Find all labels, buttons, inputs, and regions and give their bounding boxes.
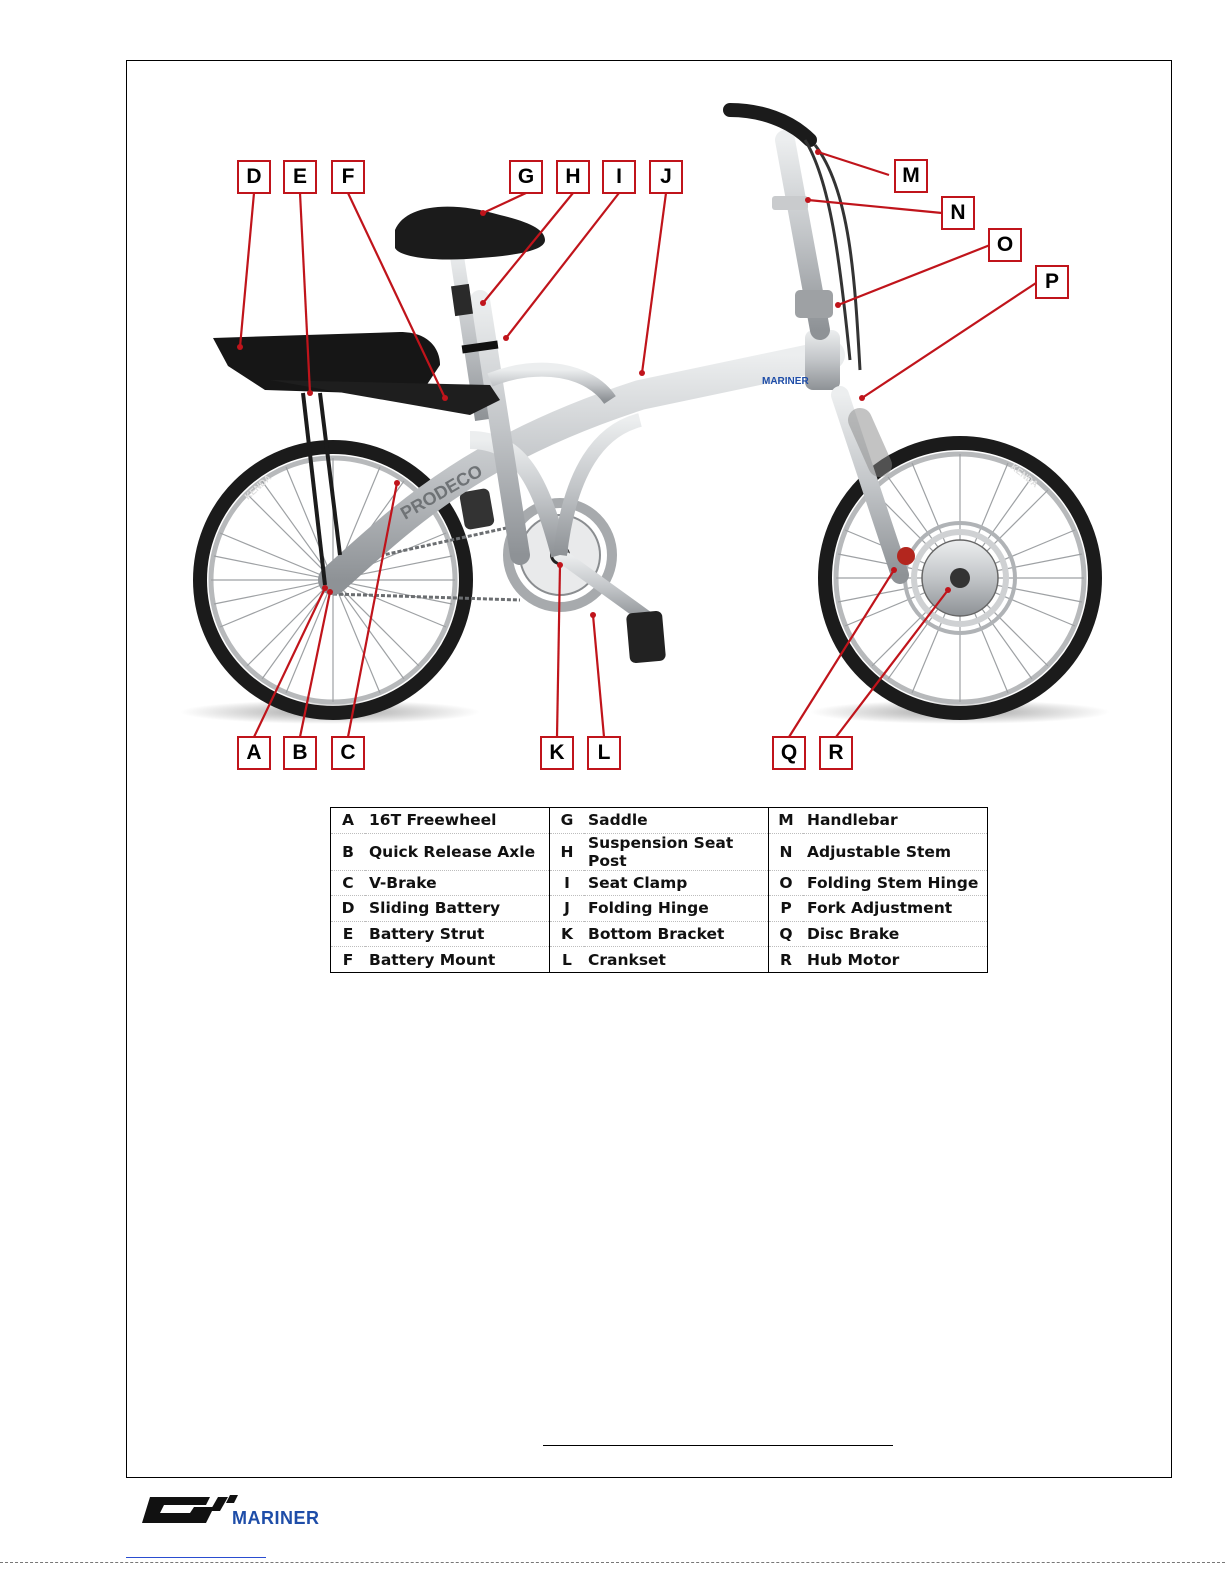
- legend-label: Folding Hinge: [584, 895, 769, 922]
- legend-letter: J: [549, 895, 584, 922]
- mariner-logo-icon: [142, 1495, 238, 1523]
- legend-letter: H: [549, 833, 584, 871]
- legend-letter: L: [562, 950, 572, 969]
- page-break-rule: [0, 1562, 1225, 1563]
- legend-letter: B: [330, 833, 365, 871]
- legend-letter: G: [549, 807, 584, 834]
- legend-label: Battery Mount: [365, 946, 550, 973]
- legend-letter: I: [549, 870, 584, 897]
- bike-diagram: KENDA KENDA: [180, 103, 1110, 738]
- page-frame: [126, 60, 1172, 1478]
- legend-label: Handlebar: [803, 807, 988, 834]
- battery-assembly: [213, 332, 500, 586]
- footer-rule: [543, 1445, 893, 1446]
- legend-label: Saddle: [584, 807, 769, 834]
- legend-row: A 16T Freewheel G Saddle M Handlebar: [330, 807, 988, 834]
- legend-row: C V-Brake I Seat Clamp O Folding Stem Hi…: [330, 870, 988, 897]
- leader-arrowheads: [237, 149, 951, 618]
- callout-p: P: [1035, 265, 1069, 299]
- footer-link-underline: [126, 1557, 266, 1558]
- callout-r: R: [819, 736, 853, 770]
- legend-row: D Sliding Battery J Folding Hinge P Fork…: [330, 895, 988, 922]
- callout-h: H: [556, 160, 590, 194]
- legend-label: Bottom Bracket: [584, 921, 769, 948]
- legend-letter: E: [330, 921, 365, 948]
- legend-row: B Quick Release Axle H Suspension Seat P…: [330, 833, 988, 871]
- top-tube-decal: MARINER: [762, 376, 809, 387]
- callout-j: J: [649, 160, 683, 194]
- legend-label: Suspension Seat Post: [584, 833, 769, 871]
- callout-d: D: [237, 160, 271, 194]
- legend-letter: R: [780, 950, 792, 969]
- disc-brake-rotor: [911, 529, 1009, 627]
- leader-lines: [238, 150, 1037, 738]
- legend-label: Folding Stem Hinge: [803, 870, 988, 897]
- callout-f: F: [331, 160, 365, 194]
- callout-g: G: [509, 160, 543, 194]
- legend-label: Sliding Battery: [365, 895, 550, 922]
- callout-b: B: [283, 736, 317, 770]
- legend-letter: M: [768, 807, 803, 834]
- callout-m: M: [894, 159, 928, 193]
- legend-letter: A: [330, 807, 365, 834]
- callout-c: C: [331, 736, 365, 770]
- legend-letter: K: [549, 921, 584, 948]
- callout-a: A: [237, 736, 271, 770]
- legend-label: 16T Freewheel: [365, 807, 550, 834]
- legend-letter: Q: [768, 921, 803, 948]
- legend-row: F Battery Mount L Crankset R Hub Motor: [331, 946, 988, 973]
- callout-o: O: [988, 228, 1022, 262]
- callout-l: L: [587, 736, 621, 770]
- legend-label: Hub Motor: [807, 950, 900, 969]
- callout-q: Q: [772, 736, 806, 770]
- legend-letter: P: [768, 895, 803, 922]
- legend-label: Crankset: [584, 946, 769, 973]
- legend-label: Battery Strut: [365, 921, 550, 948]
- disc-brake-caliper: [897, 547, 915, 565]
- footer-logo-text: MARINER: [232, 1508, 320, 1528]
- legend-letter: F: [342, 950, 354, 969]
- legend-label: Quick Release Axle: [365, 833, 550, 871]
- legend-label: Adjustable Stem: [803, 833, 988, 871]
- callout-e: E: [283, 160, 317, 194]
- legend-row: E Battery Strut K Bottom Bracket Q Disc …: [330, 921, 988, 948]
- parts-legend: A 16T Freewheel G Saddle M Handlebar B Q…: [330, 807, 988, 973]
- legend-label: Seat Clamp: [584, 870, 769, 897]
- legend-letter: D: [330, 895, 365, 922]
- legend-letter: C: [330, 870, 365, 897]
- legend-letter: O: [768, 870, 803, 897]
- callout-i: I: [602, 160, 636, 194]
- callout-k: K: [540, 736, 574, 770]
- callout-n: N: [941, 196, 975, 230]
- legend-label: V-Brake: [365, 870, 550, 897]
- legend-label: Disc Brake: [803, 921, 988, 948]
- legend-label: Fork Adjustment: [803, 895, 988, 922]
- front-wheel: [818, 436, 1102, 720]
- legend-letter: N: [768, 833, 803, 871]
- stem: [723, 103, 862, 371]
